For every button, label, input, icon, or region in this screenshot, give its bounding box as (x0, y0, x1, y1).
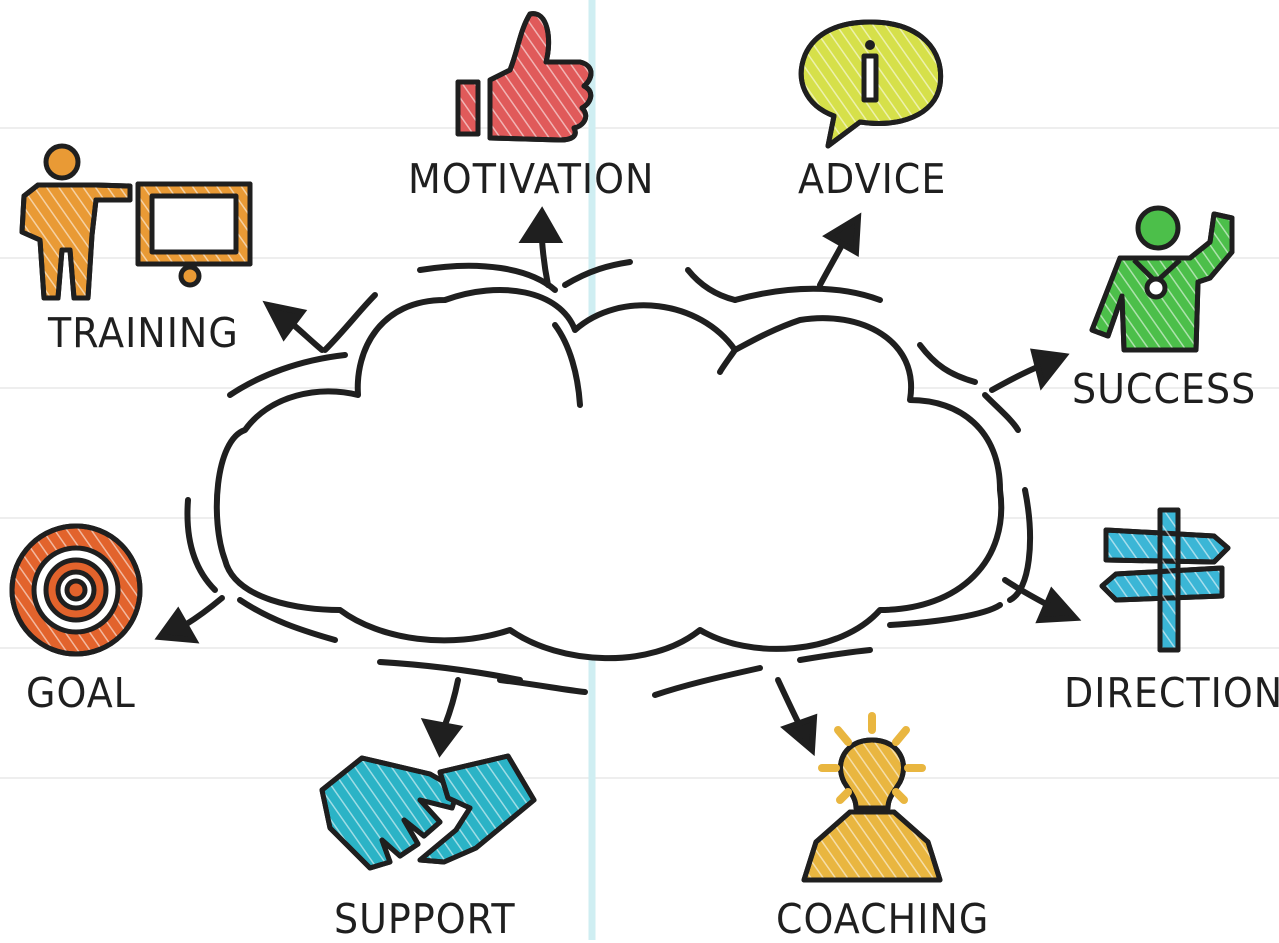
motivation-label: MOTIVATION (408, 155, 655, 203)
info-speech-bubble-icon (798, 19, 944, 149)
coaching-label: COACHING (776, 895, 990, 943)
cloud-icon (184, 259, 1033, 698)
lightbulb-person-icon (801, 712, 943, 883)
signpost-icon (1099, 507, 1231, 653)
thumbs-up-icon (455, 11, 594, 143)
winner-medal-icon (1089, 205, 1235, 353)
arrows (154, 206, 1082, 758)
presenter-board-icon (19, 143, 253, 301)
success-label: SUCCESS (1072, 365, 1257, 413)
target-icon (9, 523, 143, 657)
direction-label: DIRECTION (1064, 669, 1279, 717)
training-label: TRAINING (48, 309, 239, 357)
advice-label: ADVICE (798, 155, 947, 203)
handshake-icon (319, 753, 537, 871)
goal-label: GOAL (26, 669, 136, 717)
support-label: SUPPORT (334, 895, 516, 943)
